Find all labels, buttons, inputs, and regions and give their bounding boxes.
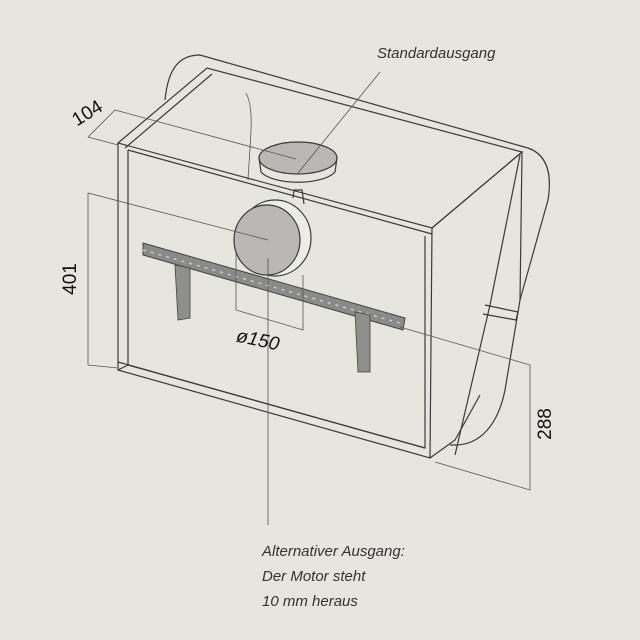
alt-outlet-label-line-2: Der Motor steht: [262, 568, 366, 585]
box-front-face: [117, 143, 433, 459]
alternative-outlet-duct: [233, 189, 312, 277]
alt-outlet-label-line-3: 10 mm heraus: [262, 593, 358, 610]
hood-side-inner: [454, 154, 521, 456]
standard-outlet-duct: [245, 92, 338, 183]
standard-outlet-label: Standardausgang: [377, 45, 496, 62]
dimension-lower-height: 288: [534, 408, 556, 440]
mounting-rail: [142, 242, 406, 373]
alt-outlet-label-line-1: Alternativer Ausgang:: [262, 543, 405, 560]
dimension-height: 401: [59, 263, 81, 295]
hood-back-outline: [164, 54, 550, 446]
box-side-face: [429, 150, 523, 459]
